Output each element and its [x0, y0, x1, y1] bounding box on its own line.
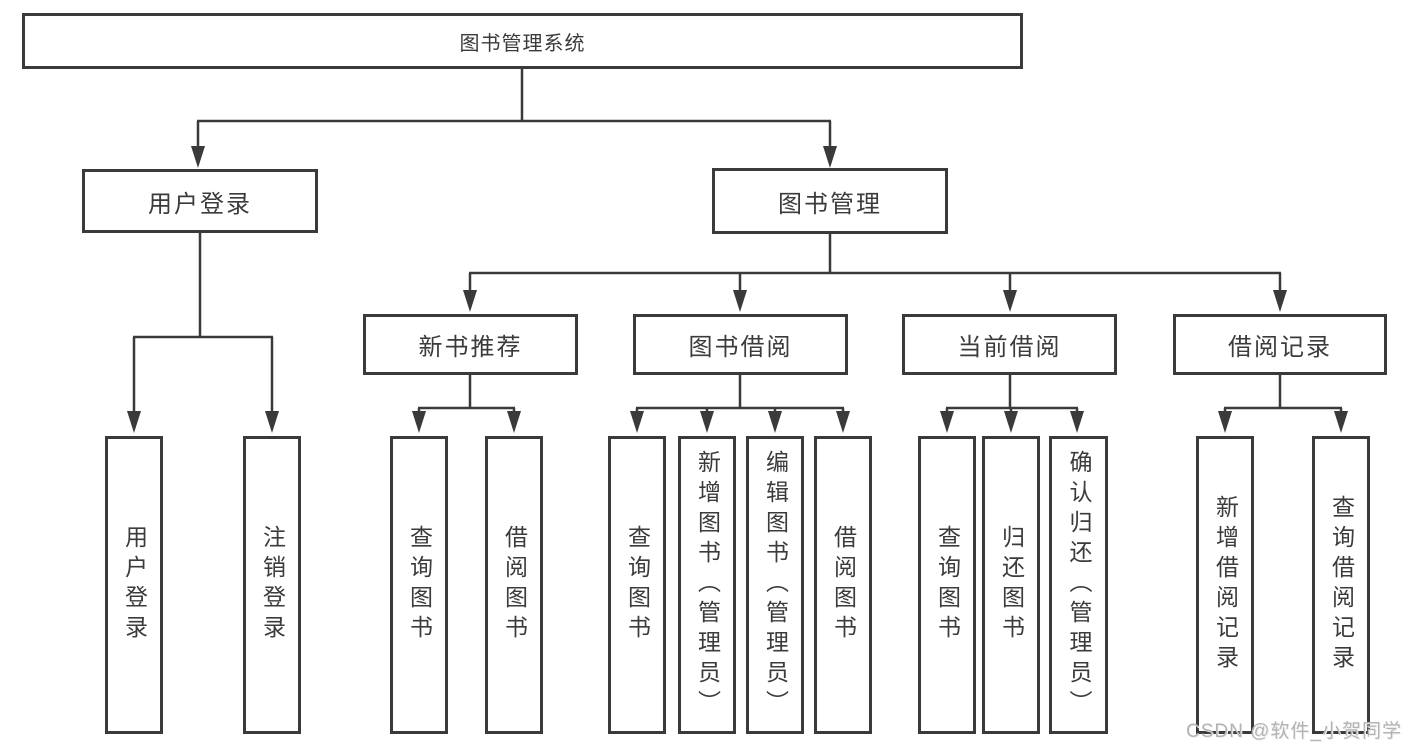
node-current-borrowing: 当前借阅 — [902, 314, 1117, 375]
node-label: 当前借阅 — [957, 334, 1062, 361]
leaf-logout: 注销登录 — [243, 436, 301, 734]
leaf-query-books-recommend: 查询图书 — [390, 436, 448, 734]
leaf-borrow-books: 借阅图书 — [814, 436, 872, 734]
node-book-management: 图书管理 — [712, 168, 948, 234]
leaf-return-books: 归还图书 — [982, 436, 1040, 734]
leaf-label: 新增借阅记录 — [1212, 495, 1239, 675]
node-label: 借阅记录 — [1228, 334, 1332, 361]
node-label: 用户登录 — [148, 190, 252, 218]
leaf-label: 新增图书（管理员） — [694, 450, 721, 720]
leaf-label: 查询图书 — [406, 525, 433, 645]
node-label: 图书管理系统 — [459, 32, 586, 55]
leaf-label: 查询图书 — [934, 525, 961, 645]
csdn-watermark: CSDN @软件_小贺同学 — [1186, 721, 1402, 742]
node-new-book-recommend: 新书推荐 — [363, 314, 578, 375]
leaf-label: 查询借阅记录 — [1328, 495, 1355, 675]
leaf-add-books-admin: 新增图书（管理员） — [678, 436, 736, 734]
leaf-label: 借阅图书 — [830, 525, 857, 645]
node-label: 图书借阅 — [688, 334, 793, 361]
node-label: 新书推荐 — [418, 334, 523, 361]
leaf-query-books-current: 查询图书 — [918, 436, 976, 734]
leaf-label: 编辑图书（管理员） — [762, 450, 789, 720]
node-borrowing-records: 借阅记录 — [1173, 314, 1387, 375]
node-label: 图书管理 — [778, 190, 882, 218]
leaf-borrow-books-recommend: 借阅图书 — [485, 436, 543, 734]
leaf-label: 用户登录 — [121, 525, 148, 645]
leaf-query-books-borrowing: 查询图书 — [608, 436, 666, 734]
leaf-label: 确认归还（管理员） — [1066, 450, 1092, 720]
leaf-label: 注销登录 — [259, 525, 286, 645]
leaf-label: 借阅图书 — [501, 525, 528, 645]
leaf-edit-books-admin: 编辑图书（管理员） — [746, 436, 804, 734]
leaf-user-login: 用户登录 — [105, 436, 163, 734]
leaf-confirm-return-admin: 确认归还（管理员） — [1049, 436, 1108, 734]
leaf-add-borrow-record: 新增借阅记录 — [1196, 436, 1254, 734]
node-library-management-system: 图书管理系统 — [22, 13, 1023, 69]
leaf-label: 归还图书 — [998, 525, 1025, 645]
node-user-login: 用户登录 — [82, 169, 318, 233]
leaf-query-borrow-record: 查询借阅记录 — [1312, 436, 1370, 734]
node-book-borrowing: 图书借阅 — [633, 314, 848, 375]
leaf-label: 查询图书 — [624, 525, 651, 645]
